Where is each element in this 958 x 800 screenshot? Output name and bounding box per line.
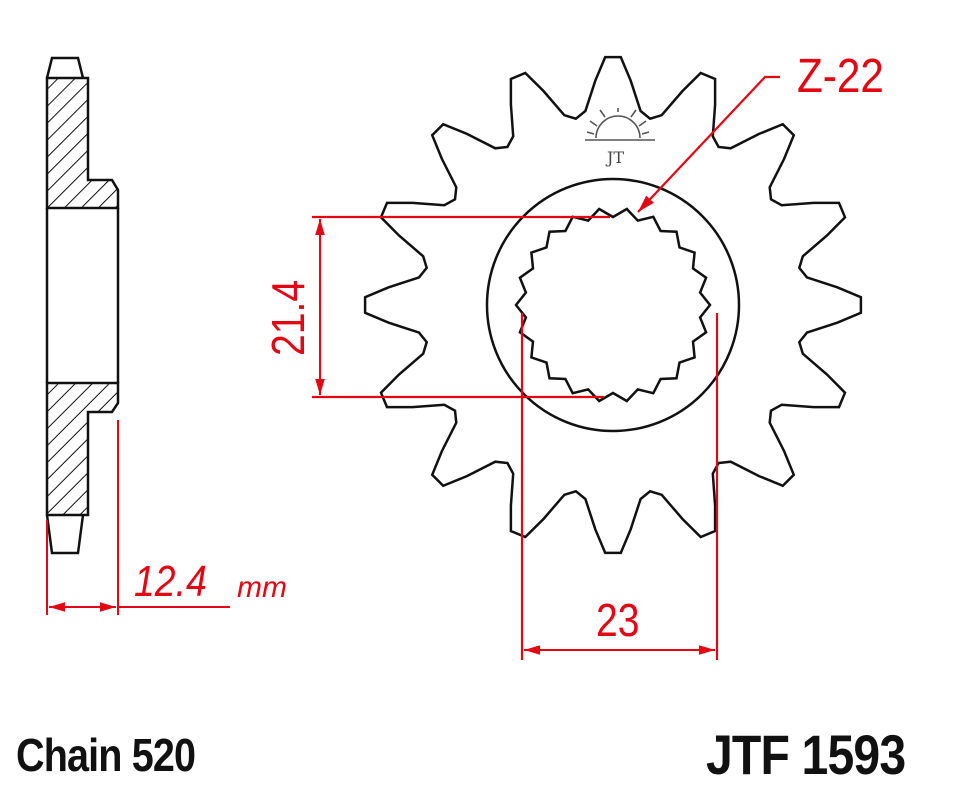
spline-bore-outline <box>514 207 712 403</box>
svg-text:JT: JT <box>605 148 624 167</box>
hub-circle <box>485 177 741 433</box>
spline-width-label: 23 <box>596 595 639 647</box>
side-profile-view: 12.4 mm <box>45 56 287 615</box>
thickness-unit: mm <box>237 571 287 604</box>
jt-sun-logo-icon: JT <box>585 108 655 167</box>
thickness-value: 12.4 <box>134 556 207 606</box>
sprocket-outline <box>363 55 863 555</box>
sprocket-front-view: JT 21.4 23 Z-22 <box>263 48 884 660</box>
chain-size-label: Chain 520 <box>16 729 196 781</box>
part-number-label: JTF 1593 <box>706 723 906 786</box>
tooth-count-label: Z-22 <box>797 48 884 102</box>
spline-diameter-label: 21.4 <box>263 280 315 356</box>
